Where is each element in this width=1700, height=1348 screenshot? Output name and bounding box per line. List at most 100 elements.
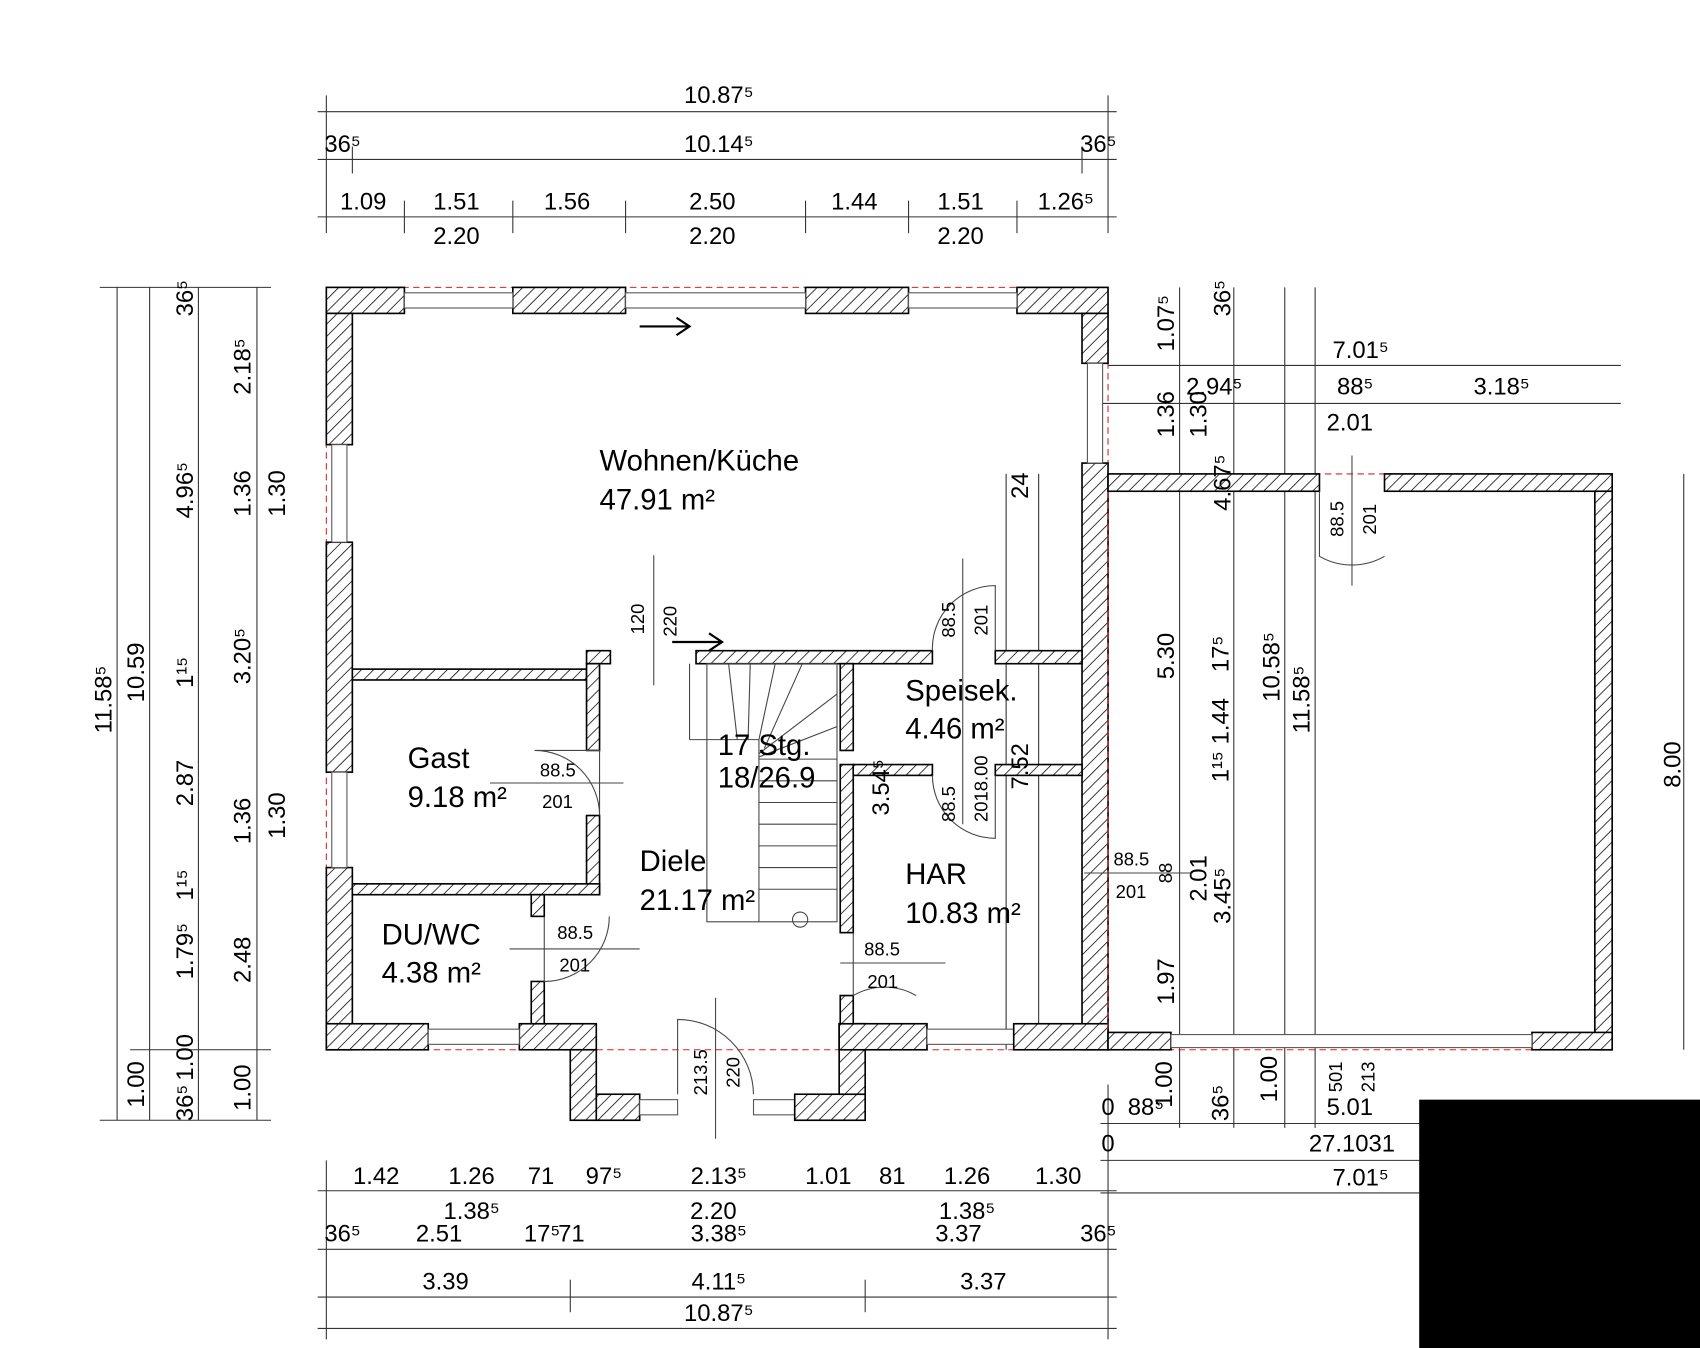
dim-label: 0 (1101, 1131, 1114, 1158)
door-width: 88.5 (864, 938, 900, 959)
dim-label: 36⁵ (1207, 1085, 1234, 1121)
dim-label: 2.20 (690, 1198, 736, 1225)
door-width: 88.5 (938, 602, 959, 638)
dim-label: 11.58⁵ (91, 666, 118, 734)
dim-label: 1.26 (448, 1163, 494, 1190)
door-labels: 88.5 201 88.5 201 88.5 201 88.5 201 88.5… (540, 472, 1380, 1095)
dim-label: 2.18⁵ (229, 338, 256, 394)
dim-label: 2.48 (229, 937, 256, 983)
dim-label: 8.00 (1659, 741, 1686, 787)
dim-label: 3.45⁵ (1210, 868, 1237, 924)
door-height: 201 (867, 971, 898, 992)
room-area-duwc: 4.38 m² (382, 958, 481, 990)
dim-label: 11.58⁵ (1289, 666, 1316, 734)
room-labels: Wohnen/Küche 47.91 m² Gast 9.18 m² DU/WC… (382, 446, 1021, 990)
door-width: 88.5 (1113, 848, 1149, 869)
dim-label: 81 (879, 1163, 906, 1190)
door-height: 220 (722, 1057, 743, 1088)
dim-label: 2.20 (689, 223, 735, 250)
door-width: 213.5 (690, 1049, 711, 1095)
room-name-duwc: DU/WC (382, 920, 481, 952)
door-swings (490, 455, 1385, 1139)
dim-label: 501 (1325, 1062, 1346, 1093)
room-name-diele: Diele (640, 846, 707, 878)
dim-label: 1.00 (172, 1034, 199, 1080)
dim-label: 1.51 (937, 188, 983, 215)
garage-walls (1107, 473, 1613, 1051)
dim-label: 88⁵ (1128, 1094, 1164, 1121)
dim-label: 1.00 (1256, 1056, 1283, 1102)
dim-label: 10.87⁵ (684, 82, 754, 109)
staircase (688, 663, 838, 928)
room-area-speisek: 4.46 m² (905, 714, 1004, 746)
door-height: 201 (1116, 881, 1147, 902)
dim-label: 36⁵ (1080, 1221, 1116, 1248)
dim-label: 7.01⁵ (1333, 337, 1389, 364)
room-name-speisek: Speisek. (905, 676, 1017, 708)
dim-label: 2.51 (416, 1221, 462, 1248)
dim-label: 1.01 (805, 1163, 851, 1190)
room-name-har: HAR (905, 859, 967, 891)
dim-label: 7.01⁵ (1333, 1164, 1389, 1191)
dim-label: 97⁵ (586, 1163, 622, 1190)
dim-label: 2.87 (172, 760, 199, 806)
dim-label: 71 (528, 1163, 555, 1190)
dim-label: 4.11⁵ (692, 1268, 747, 1295)
dim-label: 2.01 (1186, 855, 1213, 901)
stair-steps: 17 Stg. (718, 730, 811, 762)
dim-label: 27.1031 (1309, 1131, 1395, 1158)
door-width: 88.5 (1326, 501, 1347, 537)
dim-label: 0 (1101, 1094, 1114, 1121)
door-height: 2018.00 (971, 755, 992, 822)
dim-label: 36⁵ (324, 1221, 360, 1248)
dimension-lines (99, 95, 1685, 1340)
right-dimensions: 1.07⁵ 36⁵ 1.36 1.30 4.67⁵ 5.30 17⁵ 1.44 … (1101, 280, 1686, 1191)
dim-label: 2.20 (433, 223, 479, 250)
dim-label: 3.37 (935, 1221, 981, 1248)
dim-label: 71 (558, 1221, 585, 1248)
dim-label: 36⁵ (324, 131, 360, 158)
dim-label: 1.30 (1186, 391, 1213, 437)
room-name-gast: Gast (408, 743, 470, 775)
dim-label: 2.94⁵ (1186, 374, 1242, 401)
left-dimensions: 11.58⁵ 10.59 1.00 36⁵ 4.96⁵ 1¹⁵ 2.87 1¹⁵… (91, 280, 291, 1121)
dim-label: 1.26⁵ (1038, 188, 1094, 215)
door-height: 201 (542, 791, 573, 812)
dim-label: 3.38⁵ (691, 1221, 747, 1248)
dim-label: 10.87⁵ (684, 1300, 754, 1327)
dim-label: 1.00 (123, 1061, 150, 1107)
dim-label: 36⁵ (1080, 131, 1116, 158)
top-dimensions: 10.87⁵ 36⁵ 10.14⁵ 36⁵ 1.09 1.51 1.56 2.5… (324, 82, 1116, 250)
dim-label: 1.30 (264, 792, 291, 838)
dim-label: 1.07⁵ (1153, 295, 1180, 351)
direction-arrows (639, 316, 725, 652)
dim-label: 1.56 (544, 188, 590, 215)
dim-label: 4.96⁵ (172, 462, 199, 518)
room-area-wohnen: 47.91 m² (600, 485, 716, 517)
dim-label: 36⁵ (172, 1085, 199, 1121)
dim-label: 36⁵ (1210, 280, 1237, 316)
dim-label: 3.18⁵ (1473, 374, 1529, 401)
room-area-har: 10.83 m² (905, 898, 1021, 930)
dim-label: 1.79⁵ (172, 923, 199, 979)
door-width: 88.5 (938, 786, 959, 822)
dim-label: 10.59 (123, 643, 150, 703)
dim-label: 1.42 (353, 1163, 399, 1190)
door-height: 201 (1359, 504, 1380, 535)
door-height: 201 (559, 955, 590, 976)
dim-label: 1.36 (1153, 391, 1180, 437)
opening-width: 120 (627, 604, 648, 635)
dim-label: 5.30 (1153, 633, 1180, 679)
dim-label: 2.50 (689, 188, 735, 215)
dim-label: 1.36 (229, 470, 256, 516)
door-width: 88.5 (540, 759, 576, 780)
dim-label: 10.58⁵ (1258, 632, 1285, 702)
door-width: 88.5 (557, 922, 593, 943)
dim-label: 17⁵ (524, 1221, 560, 1248)
dim-label: 1.38⁵ (939, 1198, 995, 1225)
dim-label: 1.26 (944, 1163, 990, 1190)
dim-label: 1.44 (831, 188, 877, 215)
house-walls (325, 286, 1109, 1122)
